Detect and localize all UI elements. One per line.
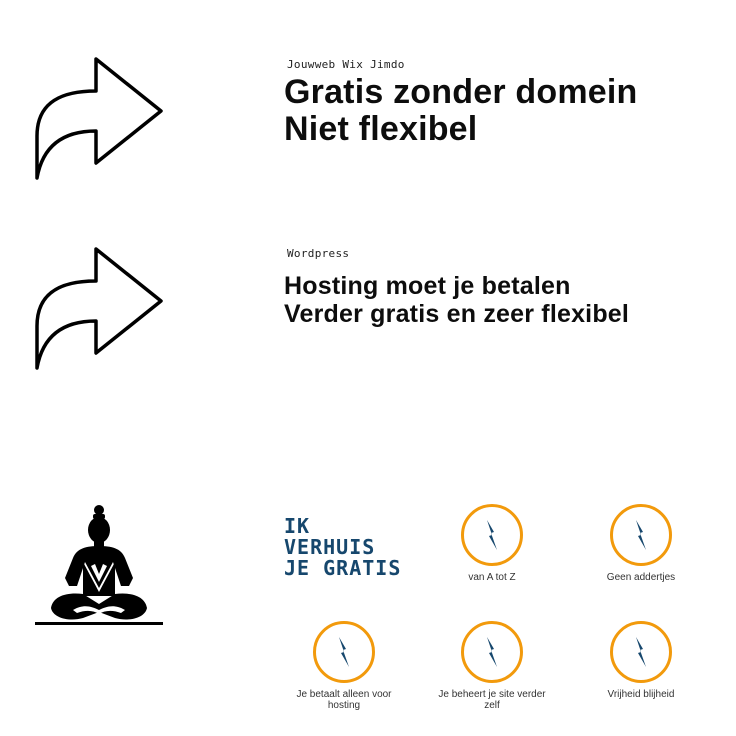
feature-ring — [461, 621, 523, 683]
feature-ring — [610, 504, 672, 566]
share-arrow-icon — [33, 56, 165, 180]
promo-title-line: IK — [284, 514, 311, 538]
feature-label: Geen addertjes — [606, 572, 676, 583]
section1-heading-line: Niet flexibel — [284, 110, 478, 148]
lightning-bolt-icon — [636, 520, 646, 550]
section1-heading: Gratis zonder domein Niet flexibel — [284, 74, 638, 148]
feature-ring — [610, 621, 672, 683]
feature-ring — [461, 504, 523, 566]
section2-heading: Hosting moet je betalen Verder gratis en… — [284, 272, 629, 328]
share-arrow-icon — [33, 246, 165, 370]
feature-item: Je beheert je site verder zelf — [427, 621, 557, 711]
meditation-icon — [33, 500, 165, 628]
feature-label: Je beheert je site verder zelf — [438, 689, 546, 711]
section1-label: Jouwweb Wix Jimdo — [287, 58, 405, 71]
section1-heading-line: Gratis zonder domein — [284, 73, 638, 111]
feature-ring — [313, 621, 375, 683]
feature-item: Vrijheid blijheid — [576, 621, 706, 700]
feature-label: Je betaalt alleen voor hosting — [296, 689, 392, 711]
lightning-bolt-icon — [636, 637, 646, 667]
section2-label: Wordpress — [287, 247, 350, 260]
feature-label: Vrijheid blijheid — [607, 689, 675, 700]
section2-heading-line: Verder gratis en zeer flexibel — [284, 300, 630, 328]
feature-label: van A tot Z — [468, 572, 516, 583]
feature-item: Je betaalt alleen voor hosting — [279, 621, 409, 711]
lightning-bolt-icon — [487, 637, 497, 667]
promo-title-line: JE GRATIS — [284, 556, 402, 580]
promo-title-line: VERHUIS — [284, 535, 376, 559]
lightning-bolt-icon — [339, 637, 349, 667]
feature-item: Geen addertjes — [576, 504, 706, 583]
promo-title: IK VERHUIS JE GRATIS — [284, 516, 424, 579]
feature-item: van A tot Z — [427, 504, 557, 583]
lightning-bolt-icon — [487, 520, 497, 550]
section2-heading-line: Hosting moet je betalen — [284, 272, 571, 300]
